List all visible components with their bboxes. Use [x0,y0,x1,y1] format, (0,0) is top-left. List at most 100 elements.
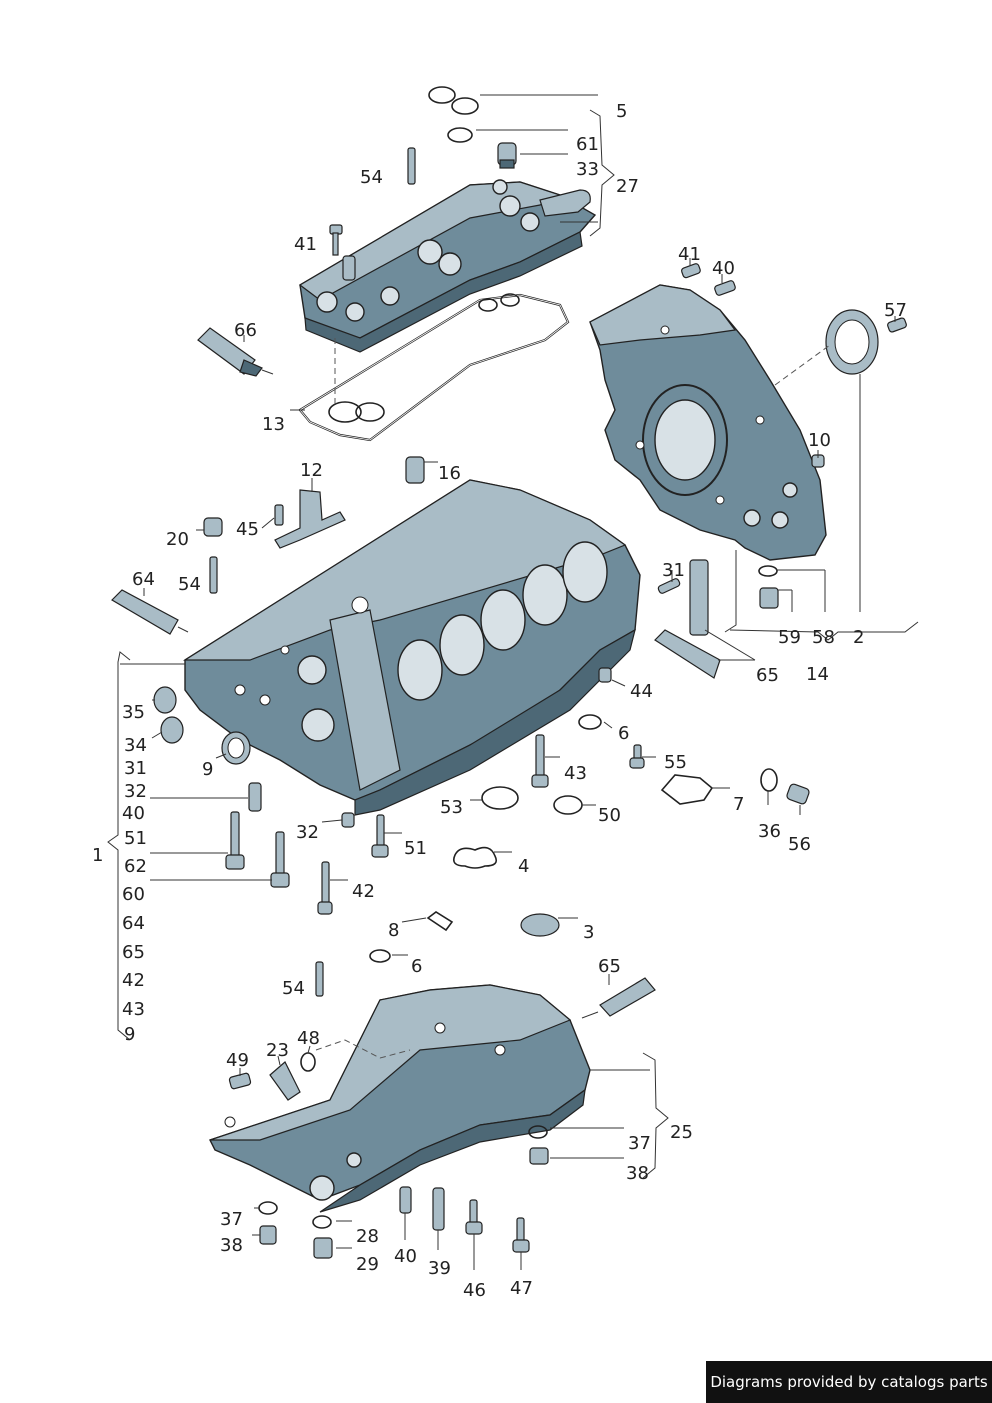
callout-37-left: 37 [220,1209,243,1230]
plug-16 [405,456,425,484]
oil-cooler-housing [298,179,597,353]
callout-8: 8 [388,920,399,941]
o-rings-top [428,86,479,143]
credit-text: Diagrams provided by catalogs parts [710,1373,988,1391]
dowel-31 [657,578,681,594]
callout-54-top: 54 [360,167,383,188]
bracket-23 [269,1061,301,1101]
callout-50: 50 [598,805,621,826]
callout-51-mid: 51 [404,838,427,859]
sealant-tube-64 [111,589,189,635]
ring-48 [300,1052,316,1072]
callout-39: 39 [428,1258,451,1279]
seal-ring-2 [825,309,879,375]
plug-59 [758,565,779,609]
callout-23: 23 [266,1040,289,1061]
credit-banner: Diagrams provided by catalogs parts [706,1361,992,1403]
sleeve-32 [341,812,355,828]
bolt-43 [531,734,549,788]
callout-47: 47 [510,1278,533,1299]
bolt-49 [228,1072,252,1090]
callout-48: 48 [297,1028,320,1049]
seal-9 [221,731,251,765]
callout-31-right: 31 [662,560,685,581]
callout-59: 59 [778,627,801,648]
lower-crankcase [209,984,591,1213]
callout-20: 20 [166,529,189,550]
plug-20 [203,517,223,537]
callout-43-left: 43 [122,999,145,1020]
callout-28: 28 [356,1226,379,1247]
sealant-tube-65-bottom [581,977,656,1019]
bolt-41-top [329,224,343,256]
callout-4: 4 [518,856,529,877]
callout-49: 49 [226,1050,249,1071]
bolt-55 [629,744,645,769]
sealant-tube-65-right [654,559,721,679]
callout-29: 29 [356,1254,379,1275]
sealant-tube-66 [197,327,274,377]
callout-27: 27 [616,176,639,197]
leader-lines [107,94,919,1270]
callout-44: 44 [630,681,653,702]
bolt-45 [274,504,284,526]
timing-cover [589,284,827,561]
bottom-bolts [399,1186,530,1253]
callout-34: 34 [124,735,147,756]
callout-38-right: 38 [626,1163,649,1184]
callout-7: 7 [733,794,744,815]
engine-block [182,479,641,816]
callout-5: 5 [616,101,627,122]
callout-40-right: 40 [712,258,735,279]
strainer-3 [520,913,560,937]
callout-56: 56 [788,834,811,855]
bolts-62-60 [225,811,290,888]
bracket-12 [274,489,346,549]
plug-33 [497,142,517,169]
callout-43: 43 [564,763,587,784]
callout-58: 58 [812,627,835,648]
callout-65-left: 65 [122,942,145,963]
stud-54-mid [209,556,218,594]
callout-16: 16 [438,463,461,484]
callout-40-bottom: 40 [394,1246,417,1267]
callout-31-left: 31 [124,758,147,779]
callout-37-right: 37 [628,1133,651,1154]
bolt-42 [317,861,333,915]
callout-55: 55 [664,752,687,773]
plug-44 [598,667,612,683]
callout-35: 35 [122,702,145,723]
callout-41-top: 41 [294,234,317,255]
plug-56 [786,783,810,805]
callout-42-mid: 42 [352,881,375,902]
bolt-32-left [248,782,262,812]
callout-61: 61 [576,134,599,155]
callout-62: 62 [124,856,147,877]
callout-14: 14 [806,664,829,685]
callout-1: 1 [92,845,103,866]
callout-33: 33 [576,159,599,180]
callout-53: 53 [440,797,463,818]
gasket-13 [298,293,570,442]
callout-65-bottom: 65 [598,956,621,977]
callout-12: 12 [300,460,323,481]
bolt-51 [371,814,389,858]
bolts-right-top [681,263,907,468]
callout-9-left: 9 [124,1024,135,1045]
callout-66: 66 [234,320,257,341]
callout-57: 57 [884,300,907,321]
stud-54-top [407,147,416,185]
callout-51-left: 51 [124,828,147,849]
callout-10: 10 [808,430,831,451]
callout-32-mid: 32 [296,822,319,843]
callout-13: 13 [262,414,285,435]
callout-6-top: 6 [618,723,629,744]
callout-45: 45 [236,519,259,540]
callout-25: 25 [670,1122,693,1143]
callout-36: 36 [758,821,781,842]
callout-64-left: 64 [122,913,145,934]
callout-54-bottom: 54 [282,978,305,999]
callout-38-left: 38 [220,1235,243,1256]
callout-54-mid: 54 [178,574,201,595]
callout-2: 2 [853,627,864,648]
